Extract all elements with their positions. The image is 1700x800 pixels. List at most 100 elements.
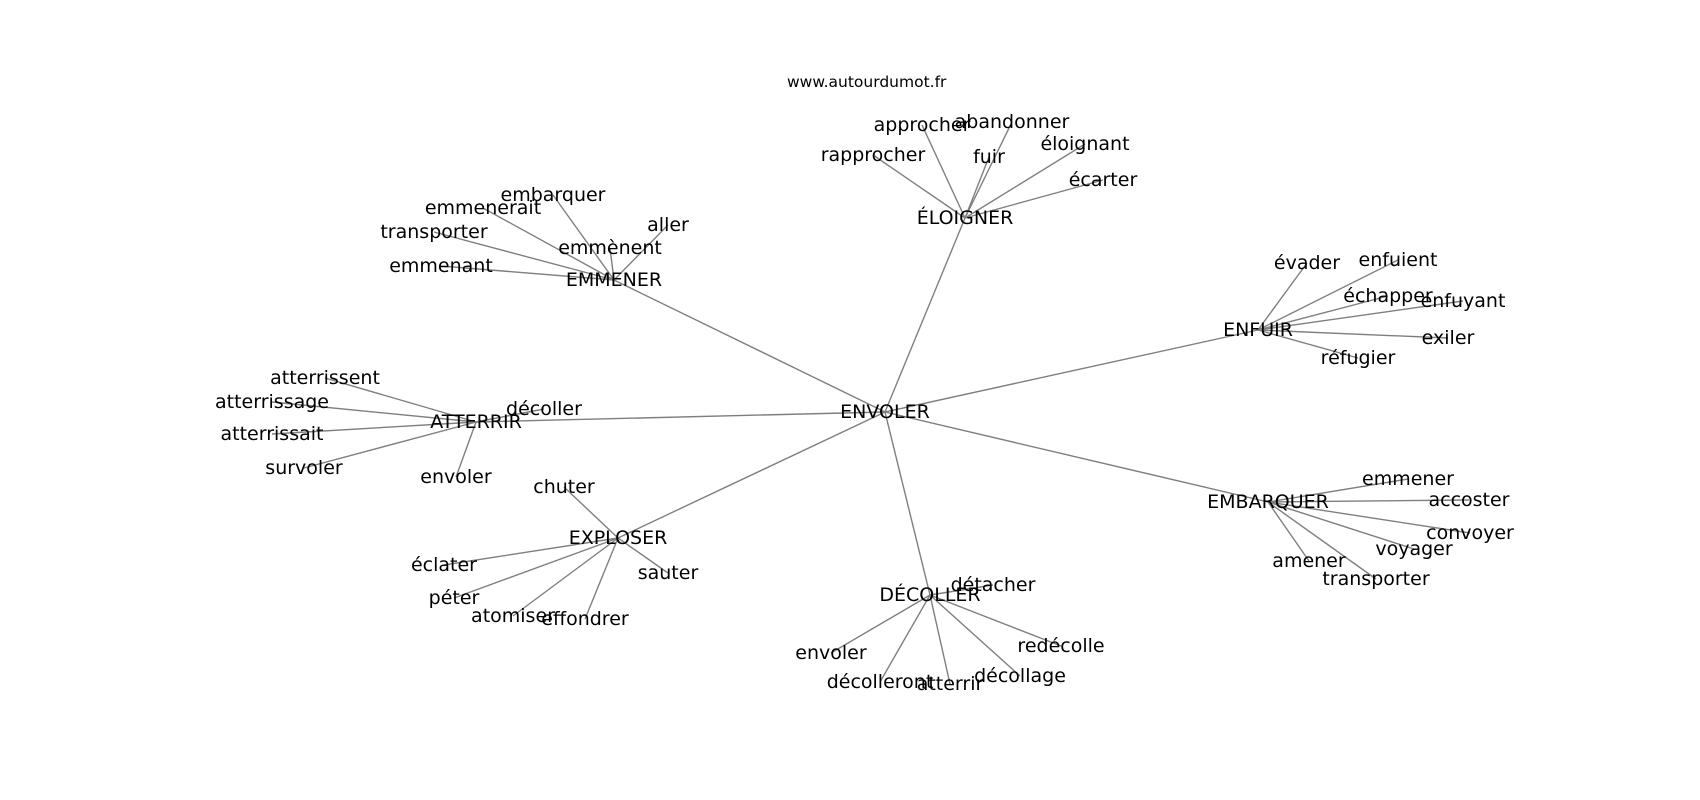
edge-hub-to-leaf (440, 265, 615, 281)
leaf-word: envoler (795, 642, 867, 664)
leaf-word: chuter (533, 476, 595, 498)
leaf-word: écarter (1069, 169, 1138, 191)
edge-hub-to-leaf (1267, 501, 1471, 534)
edge-hub-to-leaf (324, 377, 477, 423)
edge-hub-to-leaf (271, 421, 477, 435)
leaf-word: échapper (1343, 285, 1433, 307)
leaf-word: réfugier (1321, 347, 1396, 369)
leaf-word: décolleront (827, 671, 934, 693)
edge-hub-to-leaf (879, 594, 931, 683)
leaf-word: survoler (265, 457, 343, 479)
edge-hub-to-leaf (929, 594, 1062, 647)
leaf-word: atterrissage (215, 391, 329, 413)
edge-hub-to-leaf (1267, 501, 1377, 580)
edge-hub-to-leaf (455, 421, 477, 478)
leaf-word: embarquer (501, 184, 606, 206)
edge-center-to-hub (884, 411, 931, 596)
hub-word: ENFUIR (1223, 319, 1293, 341)
leaf-word: transporter (1322, 568, 1429, 590)
center-word: ENVOLER (840, 401, 930, 423)
leaf-word: accoster (1428, 489, 1509, 511)
leaf-word: évader (1274, 252, 1340, 274)
leaf-word: transporter (380, 221, 487, 243)
edge-hub-to-leaf (609, 247, 615, 281)
leaf-word: amener (1272, 550, 1346, 572)
leaf-word: atterrissait (221, 423, 324, 445)
leaf-word: approcher (874, 114, 971, 136)
hub-word: EMBARQUER (1207, 491, 1329, 513)
leaf-word: emmenant (389, 255, 493, 277)
edge-hub-to-leaf (584, 537, 619, 620)
edge-hub-to-leaf (563, 486, 619, 539)
edge-hub-to-leaf (872, 154, 966, 219)
leaf-word: enfuyant (1421, 290, 1506, 312)
hub-word: ÉLOIGNER (917, 206, 1014, 229)
edge-hub-to-leaf (1257, 329, 1449, 339)
leaf-word: emmenerait (425, 197, 541, 219)
edge-hub-to-leaf (964, 121, 1013, 219)
edge-hub-to-leaf (453, 537, 619, 599)
edge-hub-to-leaf (1257, 259, 1399, 331)
edge-hub-to-leaf (613, 224, 669, 281)
leaf-word: sauter (638, 562, 699, 584)
hub-word: ATTERRIR (430, 411, 522, 433)
edge-hub-to-leaf (1267, 501, 1310, 562)
leaf-word: péter (429, 587, 480, 609)
edge-hub-to-leaf (929, 594, 951, 685)
leaf-word: aller (647, 214, 689, 236)
hub-word: EXPLOSER (569, 527, 668, 549)
edge-hub-to-leaf (433, 231, 615, 281)
hub-word: DÉCOLLER (879, 583, 980, 606)
edge-center-to-hub (617, 411, 886, 539)
edge-center-to-hub (613, 279, 886, 413)
edge-hub-to-leaf (830, 594, 931, 654)
edge-hub-to-leaf (929, 584, 994, 596)
leaf-word: atterrissent (270, 367, 380, 389)
watermark-text: www.autourdumot.fr (787, 73, 947, 91)
leaf-word: emmènent (558, 237, 662, 259)
edge-hub-to-leaf (1267, 499, 1470, 503)
edge-hub-to-leaf (964, 179, 1104, 219)
leaf-word: éloignant (1040, 133, 1129, 155)
leaf-word: voyager (1375, 538, 1453, 560)
edge-center-to-hub (884, 411, 1269, 503)
edge-hub-to-leaf (964, 143, 1086, 219)
leaf-word: rapprocher (821, 144, 926, 166)
leaf-word: fuir (973, 146, 1005, 168)
edge-hub-to-leaf (303, 421, 477, 469)
edges (271, 121, 1471, 685)
leaf-word: éclater (411, 554, 477, 576)
edge-center-to-hub (475, 411, 886, 423)
leaf-word: décollage (974, 665, 1066, 687)
edge-hub-to-leaf (443, 537, 619, 566)
leaf-word: exiler (1422, 327, 1475, 349)
leaf-word: emmener (1362, 468, 1454, 490)
hub-word: EMMENER (566, 269, 662, 291)
edge-hub-to-leaf (1267, 501, 1415, 550)
leaf-word: atterrir (917, 673, 984, 695)
edge-hub-to-leaf (617, 537, 669, 574)
edge-hub-to-leaf (475, 408, 545, 423)
leaf-word: enfuient (1359, 249, 1438, 271)
edge-hub-to-leaf (1257, 262, 1308, 331)
leaf-word: effondrer (541, 608, 629, 630)
edge-center-to-hub (884, 329, 1259, 413)
edge-hub-to-leaf (512, 537, 619, 617)
leaf-word: convoyer (1426, 522, 1514, 544)
edge-hub-to-leaf (552, 194, 615, 281)
edge-hub-to-leaf (1257, 300, 1464, 331)
leaf-word: redécolle (1017, 635, 1104, 657)
leaf-word: abandonner (955, 111, 1070, 133)
edge-hub-to-leaf (1267, 478, 1409, 503)
leaf-word: décoller (506, 398, 582, 420)
edge-center-to-hub (884, 217, 966, 413)
edge-hub-to-leaf (964, 156, 990, 219)
edge-hub-to-leaf (271, 401, 477, 423)
leaf-word: atomiser (471, 605, 555, 627)
edge-hub-to-leaf (929, 594, 1021, 677)
leaf-word: détacher (951, 574, 1036, 596)
edge-hub-to-leaf (1257, 295, 1389, 331)
edge-hub-to-leaf (921, 124, 966, 219)
